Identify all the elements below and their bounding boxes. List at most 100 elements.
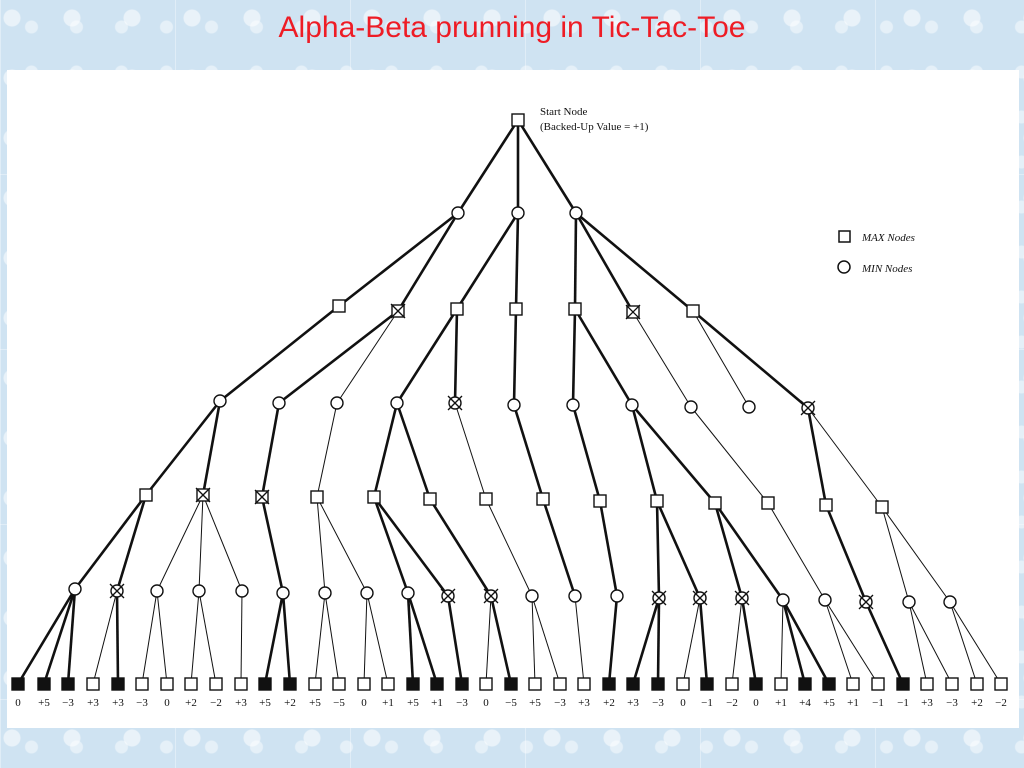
leaf-value: 0	[680, 697, 686, 709]
leaf-value: +3	[578, 697, 590, 709]
tree-edge	[512, 308, 518, 406]
leaf-edge	[489, 595, 513, 685]
leaf-node	[209, 677, 223, 691]
leaf-node-filled	[822, 677, 836, 691]
min-node	[569, 206, 583, 220]
leaf-node	[308, 677, 322, 691]
tree-edge	[395, 402, 432, 500]
min-node-pruned	[109, 583, 125, 599]
leaf-node	[871, 677, 885, 691]
leaf-edge	[824, 599, 854, 685]
leaf-node	[725, 677, 739, 691]
leaf-value: −3	[62, 697, 74, 709]
tree-edge	[571, 308, 577, 406]
leaf-node	[332, 677, 346, 691]
leaf-node	[553, 677, 567, 691]
max-node	[509, 302, 523, 316]
leaf-edge	[366, 592, 389, 685]
leaf-edge	[281, 592, 292, 685]
leaf-node-filled	[651, 677, 665, 691]
leaf-edge	[406, 592, 439, 685]
min-node	[68, 582, 82, 596]
tree-edge	[144, 400, 222, 496]
slide-title: Alpha-Beta prunning in Tic-Tac-Toe	[278, 11, 746, 44]
leaf-edge	[740, 597, 758, 685]
leaf-edge	[607, 595, 619, 685]
legend-max-nodes: MAX Nodes	[861, 232, 915, 244]
leaf-node	[160, 677, 174, 691]
max-node-pruned	[390, 303, 406, 319]
start-node	[511, 113, 525, 127]
tree-edge	[336, 310, 399, 404]
leaf-node	[577, 677, 591, 691]
leaf-edge	[190, 590, 200, 685]
tree-edge	[655, 500, 702, 599]
tree-edge	[202, 494, 243, 592]
max-node	[139, 488, 153, 502]
tree-edge	[573, 212, 578, 310]
leaf-edge	[240, 590, 243, 685]
leaf-node-filled	[602, 677, 616, 691]
tree-edge	[372, 402, 399, 498]
leaf-value: +1	[382, 697, 394, 709]
min-node	[566, 398, 580, 412]
leaf-value: −3	[946, 697, 958, 709]
min-node	[451, 206, 465, 220]
tree-edge	[713, 502, 785, 601]
min-node	[684, 400, 698, 414]
tree-edge	[396, 212, 460, 312]
leaf-value: +3	[87, 697, 99, 709]
tree-edge	[512, 404, 545, 500]
leaf-edge	[864, 601, 905, 685]
leaf-value: +2	[603, 697, 615, 709]
min-node-pruned	[440, 588, 456, 604]
min-node	[272, 396, 286, 410]
tree-edge	[655, 500, 661, 599]
tree-edge	[338, 211, 459, 308]
min-node	[742, 400, 756, 414]
leaf-node	[774, 677, 788, 691]
min-node-legend-icon	[837, 260, 851, 274]
leaf-node	[970, 677, 984, 691]
leaf-value: +2	[284, 697, 296, 709]
leaf-node-filled	[430, 677, 444, 691]
leaf-node-filled	[626, 677, 640, 691]
tree-edge	[219, 304, 340, 403]
min-node	[390, 396, 404, 410]
min-node	[902, 595, 916, 609]
min-node-pruned	[651, 590, 667, 606]
leaf-value: 0	[753, 697, 759, 709]
tree-edge	[692, 310, 750, 408]
min-node	[213, 394, 227, 408]
max-node	[708, 496, 722, 510]
leaf-edge	[656, 597, 661, 685]
max-node	[310, 490, 324, 504]
max-node-pruned	[625, 304, 641, 320]
leaf-value: −3	[136, 697, 148, 709]
leaf-node-filled	[61, 677, 75, 691]
tree-edge	[571, 404, 602, 502]
start-node-label: Start Node	[540, 106, 587, 118]
leaf-value: +5	[309, 697, 321, 709]
leaf-edge	[949, 601, 1002, 685]
tree-edge	[453, 308, 459, 404]
min-node	[360, 586, 374, 600]
max-node-legend-icon	[838, 230, 851, 243]
leaf-node-filled	[111, 677, 125, 691]
leaf-value: +1	[775, 697, 787, 709]
leaf-edge	[156, 590, 168, 685]
leaf-node	[676, 677, 690, 691]
leaf-value: +4	[799, 697, 811, 709]
leaf-node	[528, 677, 542, 691]
leaf-edge	[908, 601, 928, 685]
leaf-value: −2	[210, 697, 222, 709]
leaf-value: 0	[483, 697, 489, 709]
leaf-edge	[66, 588, 77, 685]
leaf-node-filled	[258, 677, 272, 691]
max-node	[650, 494, 664, 508]
leaf-edge	[198, 590, 217, 685]
leaf-node-filled	[283, 677, 297, 691]
leaf-edge	[698, 597, 709, 685]
leaf-edge	[631, 597, 661, 685]
